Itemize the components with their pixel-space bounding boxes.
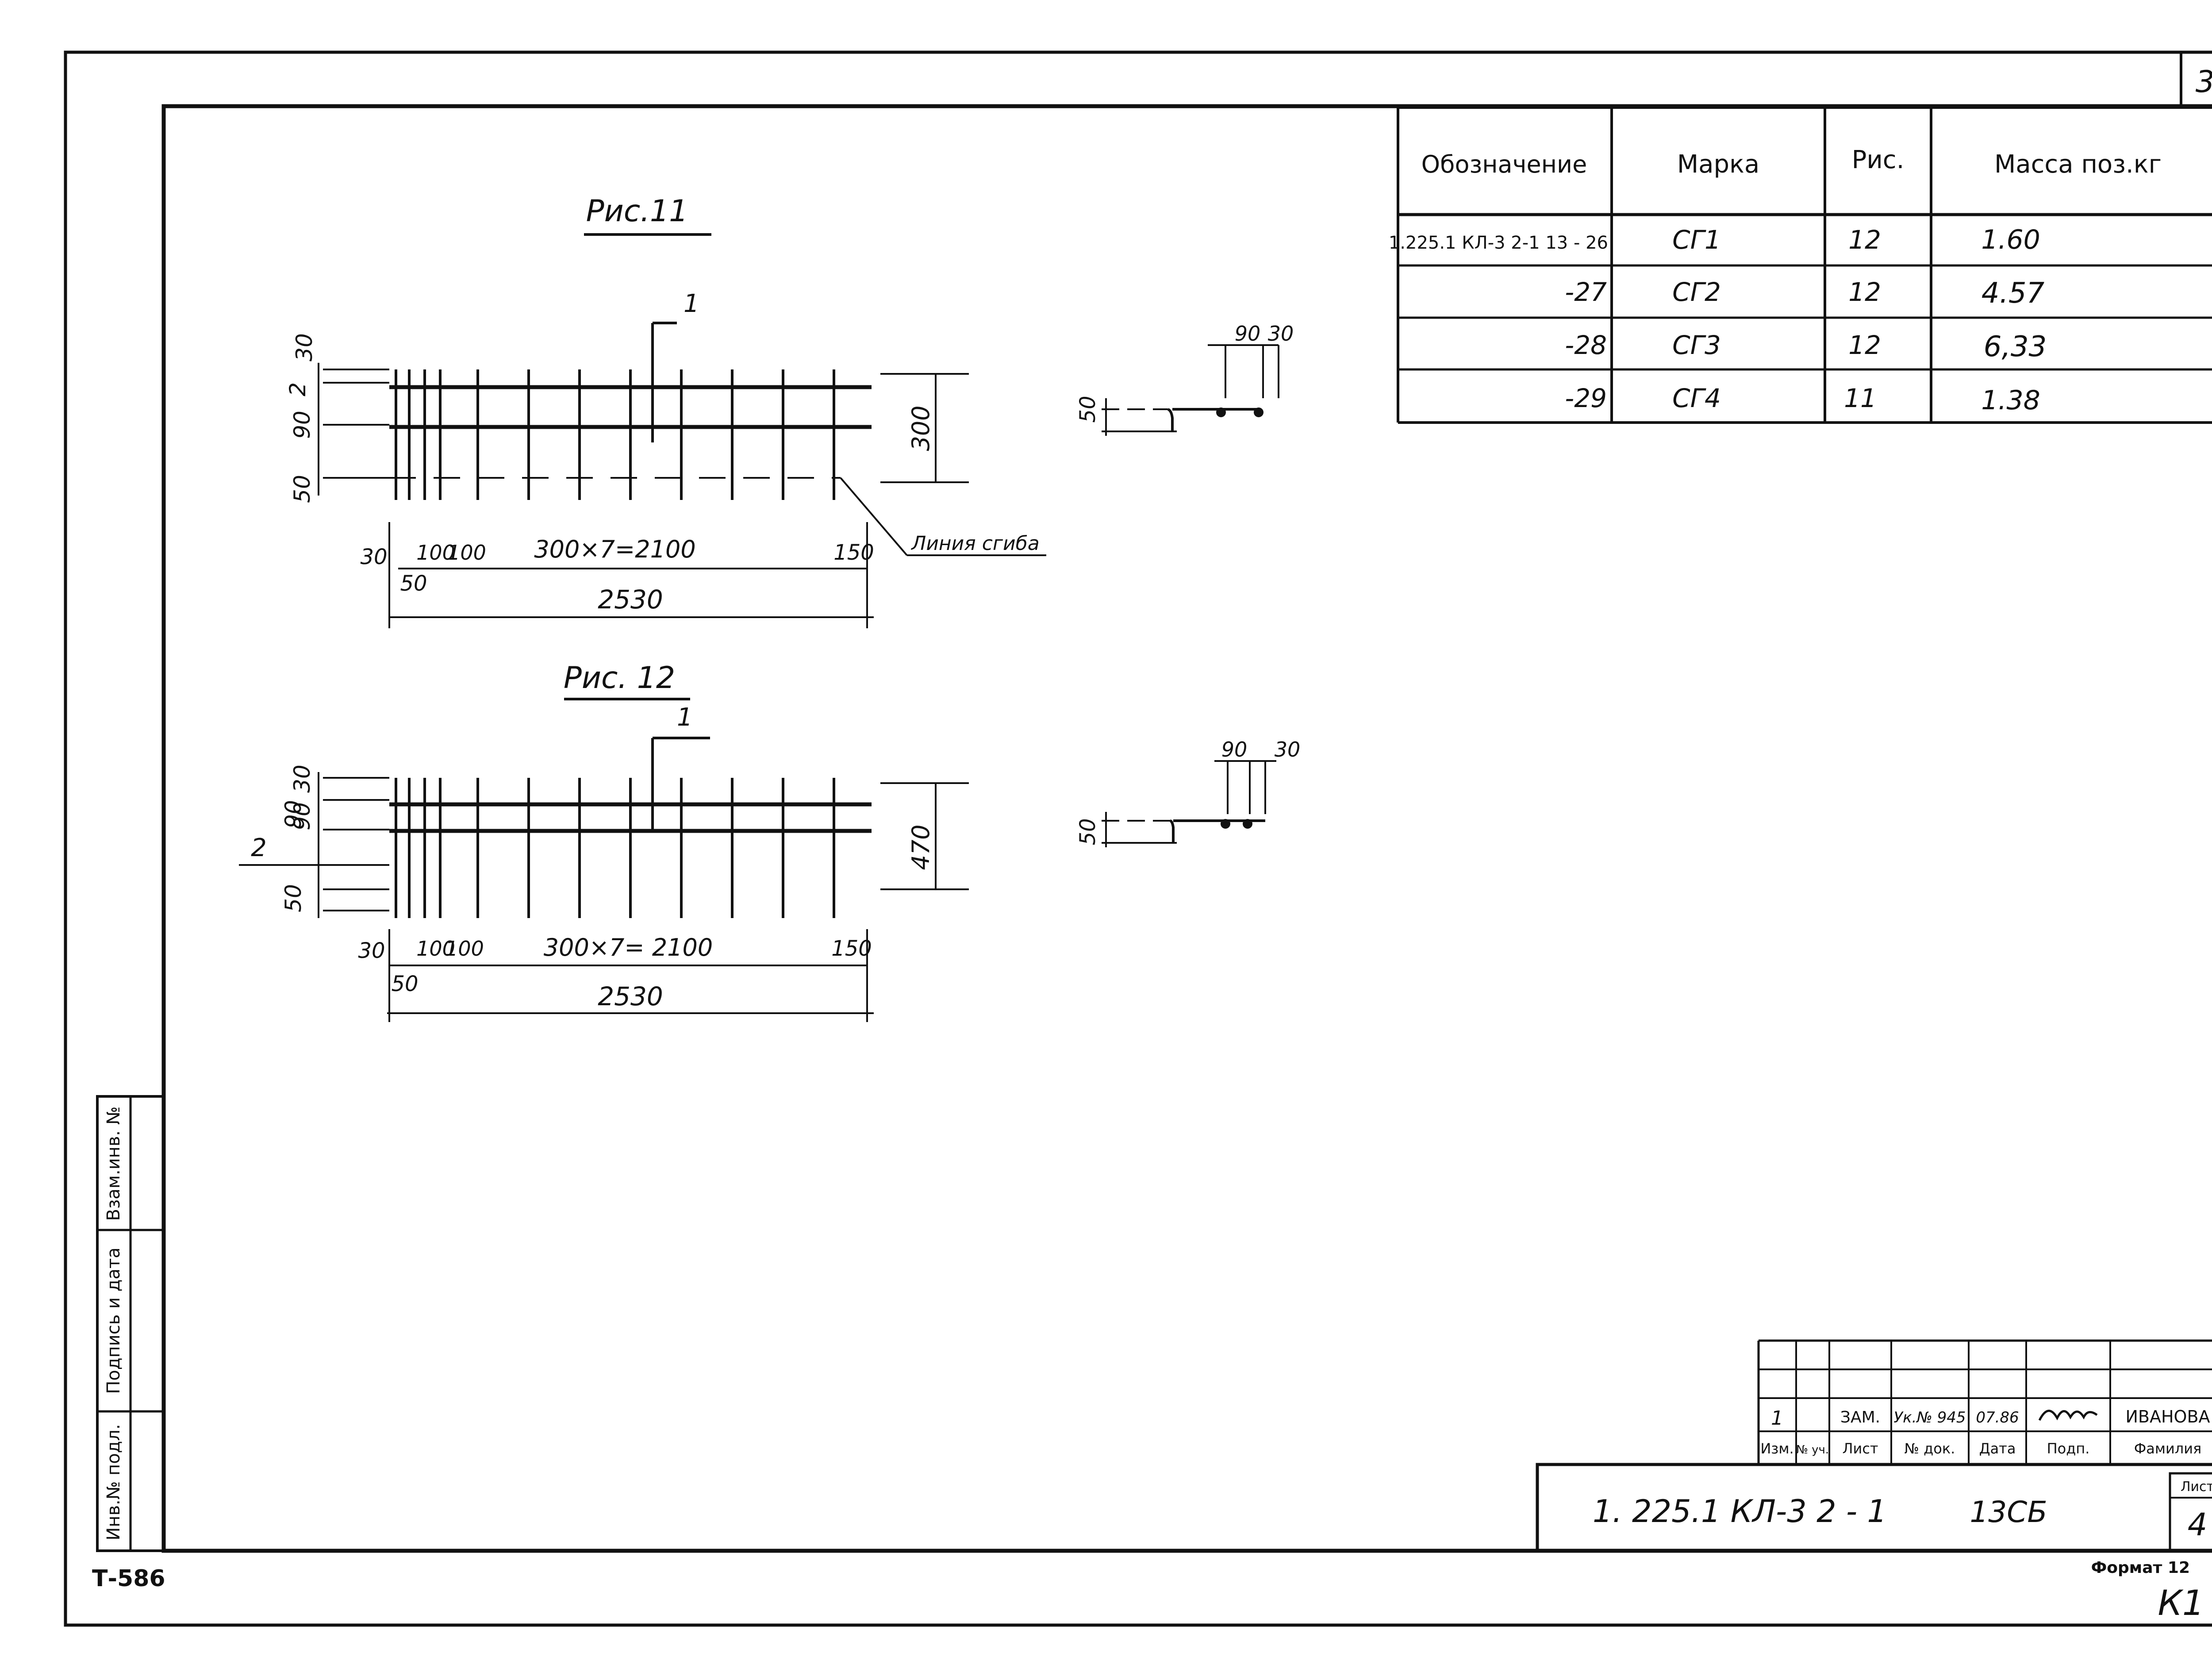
figure-11: Рис.11 [285,194,1294,628]
row-designation: -27 [1565,277,1607,307]
fig12-bar-label: 2 [251,834,267,862]
fig12-span: 300×7= 2100 [544,934,713,961]
row-designation: 1.225.1 КЛ-3 2-1 13 - 26 [1389,233,1608,253]
row-figure: 12 [1848,225,1881,255]
fig11-end-150: 150 [833,540,874,565]
fig12-end-150: 150 [831,936,872,961]
row-mark: СГ3 [1672,330,1721,360]
row-mass: 4.57 [1982,277,2045,310]
fig12-dim-90a: 90 [280,800,306,828]
row-mass: 1.38 [1981,385,2040,416]
fig12-dim-90b: 90 [289,802,315,830]
spec-table: Обозначение Марка Рис. Масса поз.кг 1.22… [1389,106,2212,424]
table-header-mark: Марка [1677,150,1759,179]
inventory-code: Т-586 [92,1565,165,1592]
table-header-mass: Масса поз.кг [1994,150,2162,179]
fig12-section-50: 50 [1075,818,1100,845]
title-block: 1 ЗАМ. Ук.№ 945 07.86 ИВАНОВА Изм. № уч.… [1536,1339,2212,1553]
fig12-dim-50: 50 [280,884,306,912]
header-doc: № док. [1905,1440,1955,1457]
fig11-total: 2530 [598,584,663,615]
fig12-dim-30: 30 [289,765,315,793]
fig11-bend-line: Линия сгиба [910,532,1040,555]
row-designation: -29 [1565,383,1607,413]
header-sheet: Лист [1842,1440,1878,1457]
table-row: -27 СГ2 12 4.57 [1565,277,2044,310]
header-date: Дата [1979,1440,2016,1457]
fig12-title: Рис. 12 [564,661,675,696]
table-row: -28 СГ3 12 6,33 [1565,330,2047,363]
fig11-dim-90: 90 [289,411,315,439]
fig11-dim-30: 30 [292,333,317,361]
fig11-section-30: 30 [1268,322,1294,346]
rev-name: ИВАНОВА [2125,1407,2210,1426]
fig11-spacing-100a: 100 [416,541,455,565]
fig12-height: 470 [907,824,935,870]
row-mass: 6,33 [1984,331,2047,363]
side-stamp: Взам.инв. № Подпись и дата Инв.№ подл. [96,1095,165,1552]
fig11-dim-50: 50 [289,475,315,503]
fig12-section-90: 90 [1221,738,1248,761]
corner-mark: К1 [2158,1584,2204,1623]
sheet-frame [64,50,2212,1627]
table-header-figure: Рис. [1852,146,1905,174]
sheet-number: 34 [2196,65,2212,100]
fig11-position-label: 1 [684,289,699,318]
rev-change: 1 [1771,1407,1783,1430]
header-surname: Фамилия [2134,1440,2202,1457]
fig11-mesh [323,322,872,500]
figure-12: Рис. 12 [239,661,1300,1022]
fig12-left-50: 50 [391,972,418,996]
row-mass: 1.60 [1981,224,2040,255]
header-signature: Подп. [2047,1440,2090,1457]
table-header-designation: Обозначение [1421,150,1587,178]
title-block-grid [1536,1339,2212,1553]
stamp-replace-inv: Взам.инв. № [104,1107,124,1221]
fig12-spacing-100b: 100 [445,937,484,961]
fig12-total: 2530 [598,981,663,1011]
rev-signature [2038,1410,2098,1421]
fig11-span: 300×7=2100 [534,535,695,563]
fig12-position-label: 1 [677,703,693,732]
row-figure: 11 [1844,383,1877,413]
fig12-spacing-100a: 100 [416,937,455,961]
fig11-title: Рис.11 [586,194,688,229]
header-count: № уч. [1796,1443,1829,1457]
fig11-section [1102,344,1279,436]
fig12-section-30: 30 [1275,738,1301,761]
document-code: 1. 225.1 КЛ-3 2 - 1 [1593,1493,1887,1530]
row-mark: СГ2 [1672,277,1721,307]
fig11-spacing-100b: 100 [447,541,486,565]
fig11-left-50: 50 [400,571,427,596]
stamp-signature-date: Подпись и дата [104,1247,124,1394]
fig11-section-50: 50 [1075,396,1100,423]
table-grid [1397,106,2212,424]
fig12-mesh [239,737,872,918]
header-change: Изм. [1760,1440,1793,1457]
table-row: -29 СГ4 11 1.38 [1565,383,2040,416]
fig12-left-30: 30 [358,938,385,963]
table-row: 1.225.1 КЛ-3 2-1 13 - 26 СГ1 12 1.60 [1389,224,2040,255]
fig12-section [1102,760,1276,847]
row-figure: 12 [1848,277,1881,307]
fig11-section-90: 90 [1235,322,1261,346]
rev-action: ЗАМ. [1840,1408,1880,1426]
row-mark: СГ1 [1672,225,1721,255]
format-label: Формат 12 [2091,1559,2190,1577]
fig11-height: 300 [907,405,935,451]
fig11-bar-label: 2 [285,382,311,396]
stamp-inv-original: Инв.№ подл. [104,1424,124,1540]
row-mark: СГ4 [1672,383,1721,413]
row-designation: -28 [1565,330,1607,360]
fig11-left-30: 30 [360,545,387,569]
row-figure: 12 [1848,330,1881,360]
rev-doc: Ук.№ 945 [1893,1409,1966,1426]
rev-date: 07.86 [1976,1409,2019,1426]
sheet-label: Лист [2181,1479,2212,1495]
document-suffix: 13СБ [1970,1495,2047,1529]
sheet-value: 4 [2188,1507,2208,1543]
